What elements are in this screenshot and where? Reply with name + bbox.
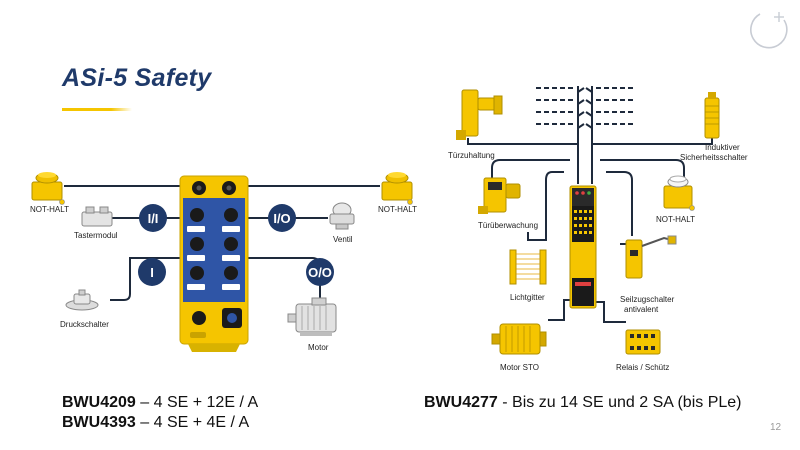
not-halt-right-icon xyxy=(381,172,413,205)
right-connection-lines xyxy=(467,86,713,323)
label-druckschalter: Druckschalter xyxy=(60,320,109,329)
not-halt-left-icon xyxy=(31,172,65,205)
corner-logo-icon xyxy=(750,12,788,49)
induktiver-sicherheitsschalter-icon xyxy=(704,92,720,139)
tastermodul-icon xyxy=(81,206,113,227)
circle-label-oo: O/O xyxy=(308,265,332,280)
page-number: 12 xyxy=(770,422,782,433)
label-tuerueberwachung: Türüberwachung xyxy=(478,221,538,230)
caption-bwu4393-spec: – 4 SE + 4E / A xyxy=(135,414,250,431)
circle-label-i: I xyxy=(150,265,154,280)
relais-schuetz-icon xyxy=(625,329,661,355)
circle-label-ii: I/I xyxy=(148,211,159,226)
ventil-icon xyxy=(329,202,355,230)
druckschalter-icon xyxy=(65,289,99,311)
label-motor: Motor xyxy=(308,343,329,352)
label-not-halt-right: NOT-HALT xyxy=(378,205,417,214)
asi5-module xyxy=(179,175,249,352)
label-not-halt-left: NOT-HALT xyxy=(30,205,69,214)
label-lichtgitter: Lichtgitter xyxy=(510,293,545,302)
label-seilzug-2: antivalent xyxy=(624,305,659,314)
caption-bwu4209: BWU4209 – 4 SE + 12E / A xyxy=(62,394,258,412)
caption-bwu4393: BWU4393 – 4 SE + 4E / A xyxy=(62,414,249,432)
label-ventil: Ventil xyxy=(333,235,353,244)
label-induktiver: Induktiver xyxy=(705,143,740,152)
bwu4277-controller xyxy=(569,185,597,309)
label-not-halt-right-diagram: NOT-HALT xyxy=(656,215,695,224)
slide-title: ASi-5 Safety xyxy=(62,64,212,92)
tuerueberwachung-icon xyxy=(478,177,521,214)
caption-bwu4277: BWU4277 - Bis zu 14 SE und 2 SA (bis PLe… xyxy=(424,394,742,412)
right-diagram: Türzuhaltung Induktiver Sicherheitsschal… xyxy=(448,86,748,372)
function-circle-i: I xyxy=(138,258,166,286)
circle-label-io: I/O xyxy=(273,211,290,226)
label-seilzug-1: Seilzugschalter xyxy=(620,295,675,304)
label-tastermodul: Tastermodul xyxy=(74,231,118,240)
motor-icon xyxy=(287,297,337,336)
seilzugschalter-icon xyxy=(625,235,677,279)
label-sicherheitsschalter: Sicherheitsschalter xyxy=(680,153,748,162)
not-halt-right-diagram-icon xyxy=(663,175,695,211)
lichtgitter-icon xyxy=(509,249,547,285)
motor-sto-icon xyxy=(491,323,547,355)
caption-bwu4209-spec: – 4 SE + 12E / A xyxy=(135,394,259,411)
function-circle-io: I/O xyxy=(268,204,296,232)
caption-bwu4277-model: BWU4277 xyxy=(424,394,498,411)
caption-bwu4393-model: BWU4393 xyxy=(62,414,136,431)
label-relais: Relais / Schütz xyxy=(616,363,669,372)
function-circle-oo: O/O xyxy=(306,258,334,286)
label-motor-sto: Motor STO xyxy=(500,363,539,372)
caption-bwu4277-spec: - Bis zu 14 SE und 2 SA (bis PLe) xyxy=(497,394,742,411)
left-diagram: I/I I/O I O/O NOT-HALT xyxy=(30,172,417,352)
caption-bwu4209-model: BWU4209 xyxy=(62,394,136,411)
label-tuerzuhaltung: Türzuhaltung xyxy=(448,151,495,160)
tuerzuhaltung-icon xyxy=(456,89,503,140)
title-underline xyxy=(62,108,132,111)
function-circle-ii: I/I xyxy=(139,204,167,232)
